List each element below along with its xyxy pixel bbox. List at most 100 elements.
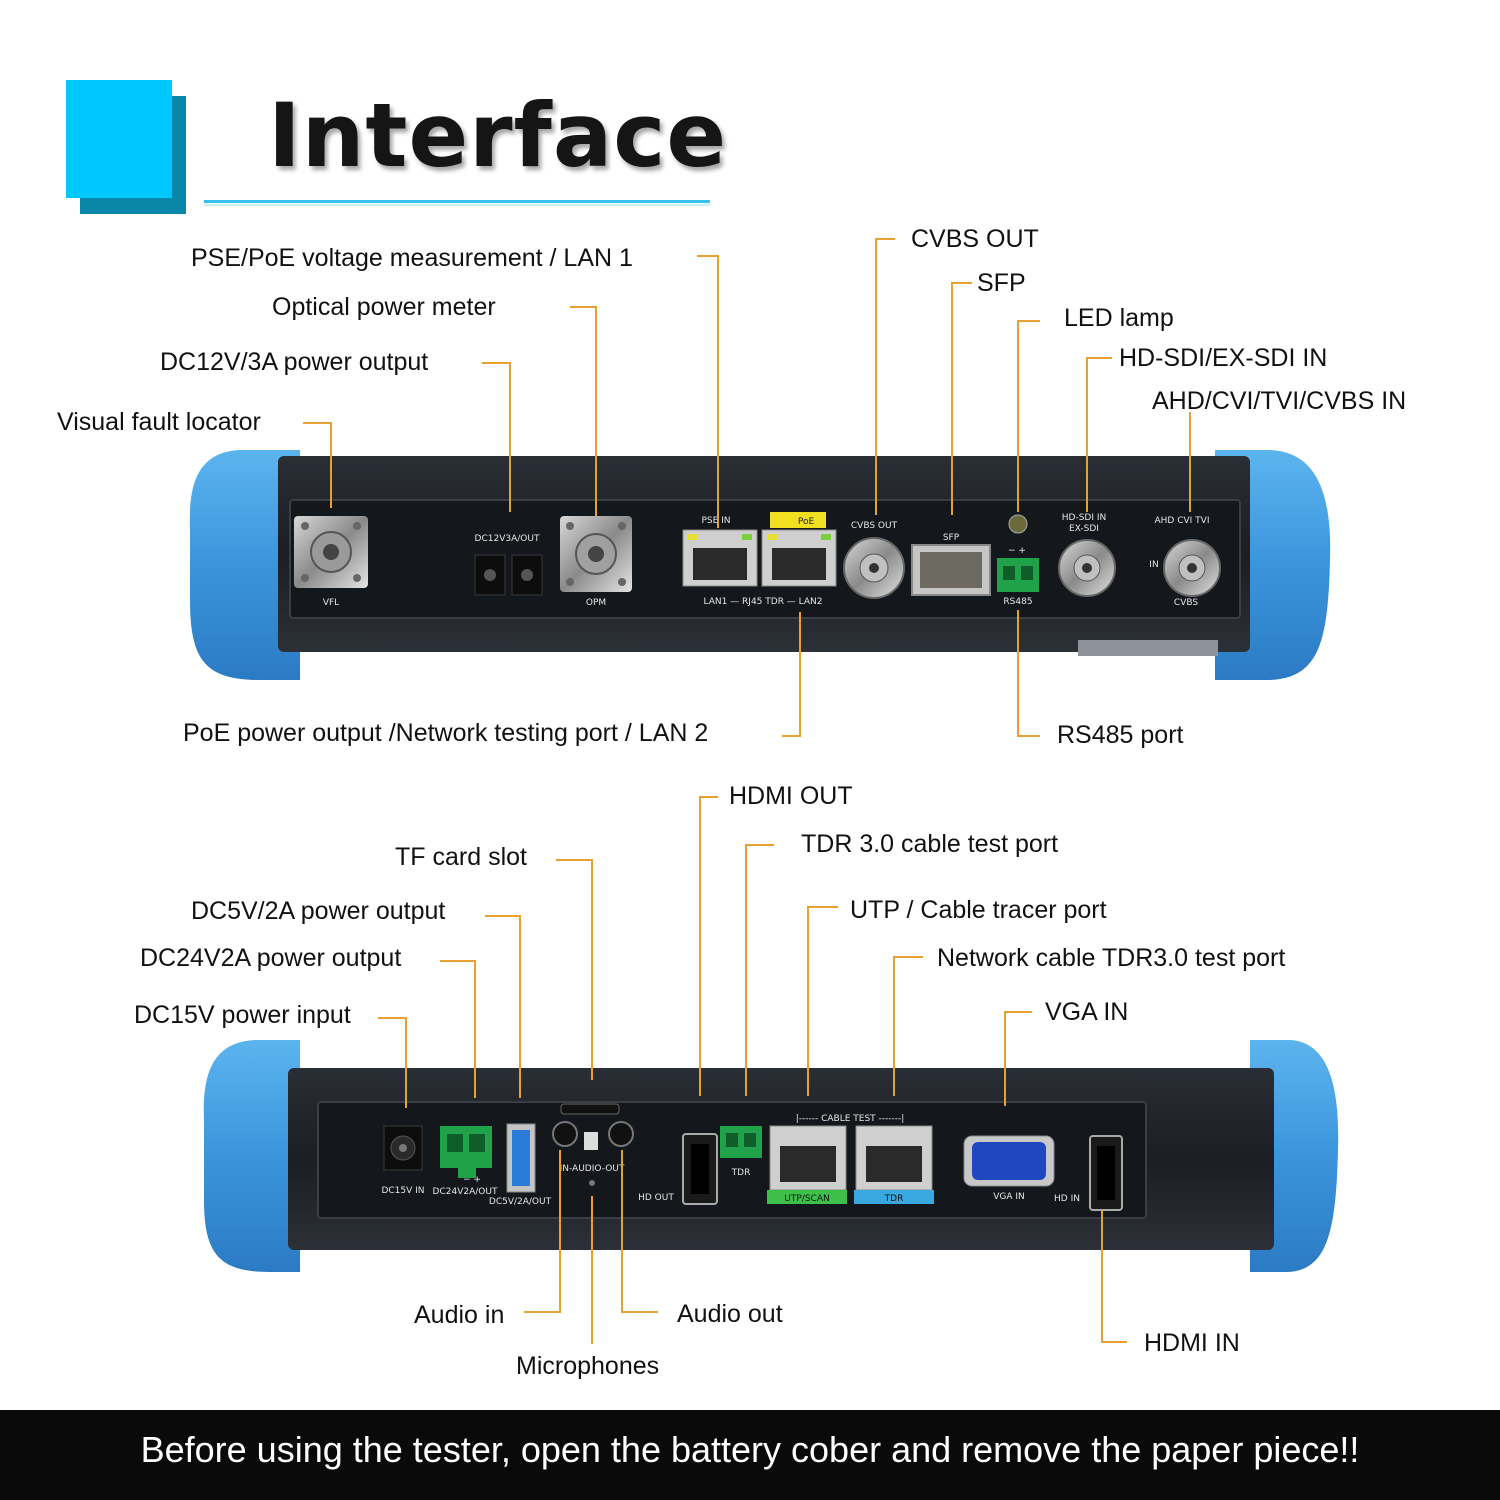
callout-hdmi-out: HDMI OUT: [729, 782, 853, 810]
top-side-grip: [1078, 640, 1218, 656]
callout-hd-sdi-in: HD-SDI/EX-SDI IN: [1119, 344, 1328, 372]
leader-tdr-port: [745, 844, 774, 1096]
leader-dc12v-output: [482, 362, 511, 512]
port-label-in: IN: [1149, 560, 1158, 570]
tdr-terminal: [720, 1126, 762, 1158]
port-label-opm: OPM: [586, 598, 606, 608]
port-label-cvbs-out: CVBS OUT: [851, 521, 898, 531]
leader-rs485: [1017, 610, 1040, 737]
port-label-sfp: SFP: [943, 533, 960, 543]
callout-ahd-cvi-tvi-in: AHD/CVI/TVI/CVBS IN: [1152, 387, 1407, 415]
leader-sfp: [951, 282, 972, 515]
leader-audio-out: [621, 1150, 658, 1313]
port-label-ahd: AHD CVI TVI: [1155, 516, 1210, 526]
callout-hdmi-in: HDMI IN: [1144, 1329, 1240, 1357]
callout-led-lamp: LED lamp: [1064, 304, 1174, 332]
leader-utp-tracer: [807, 906, 838, 1096]
port-label-vga-in: VGA IN: [993, 1192, 1025, 1202]
hdmi-in-port: [1089, 1135, 1123, 1211]
leader-dc15v-input: [378, 1017, 407, 1108]
leader-dc24v-output: [440, 960, 476, 1098]
leader-vga-in: [1004, 1011, 1032, 1106]
ahd-bnc: [1163, 539, 1221, 597]
vga-port: [963, 1135, 1055, 1187]
port-label-ex-sdi: EX-SDI: [1069, 524, 1099, 534]
port-label-cable-test: |------ CABLE TEST -------|: [796, 1114, 905, 1124]
callout-audio-out: Audio out: [677, 1300, 783, 1328]
top-device: VFL DC12V3A/OUT OPM PSE IN PoE LAN1 — RJ…: [189, 450, 1331, 680]
port-label-hd-sdi-in: HD-SDI IN: [1062, 513, 1107, 523]
port-label-dc12v: DC12V3A/OUT: [475, 534, 540, 544]
callout-dc5v-output: DC5V/2A power output: [191, 897, 446, 925]
port-label-hd-in: HD IN: [1054, 1194, 1080, 1204]
bottom-leader-lines: [378, 796, 1127, 1344]
leader-hdmi-out: [699, 796, 718, 1096]
callout-vga-in: VGA IN: [1045, 998, 1129, 1026]
port-label-vfl: VFL: [323, 598, 339, 608]
title-underline: [204, 200, 710, 203]
callout-visual-fault-locator: Visual fault locator: [57, 408, 261, 436]
vfl-connector: [294, 516, 368, 588]
footer-bar: [0, 1410, 1500, 1500]
title-square: [66, 80, 172, 198]
page-title: Interface: [268, 84, 728, 187]
leader-cvbs-out: [875, 238, 895, 515]
dc15v-jack: [383, 1125, 423, 1171]
port-label-dc5v: DC5V/2A/OUT: [489, 1197, 552, 1207]
port-label-poe: PoE: [798, 517, 815, 527]
dc12v-jacks: [474, 554, 543, 596]
leader-visual-fault-locator: [303, 422, 332, 508]
title-underline-glow: [204, 204, 710, 206]
lan-ports: [682, 512, 837, 587]
port-label-cvbs: CVBS: [1174, 598, 1198, 608]
callout-poe-lan2: PoE power output /Network testing port /…: [183, 719, 709, 747]
leader-led-lamp: [1017, 320, 1040, 512]
leader-network-tdr: [893, 956, 923, 1096]
callout-dc24v-output: DC24V2A power output: [140, 944, 402, 972]
callout-optical-power-meter: Optical power meter: [272, 293, 496, 321]
port-label-rs485-polarity: − +: [1008, 546, 1026, 556]
callout-microphones: Microphones: [516, 1352, 660, 1380]
port-label-utp-scan: UTP/SCAN: [784, 1194, 829, 1204]
port-label-tdr: TDR: [731, 1168, 751, 1178]
leader-poe-lan2: [782, 612, 801, 737]
cable-test-ports: [767, 1125, 934, 1204]
top-left-bumper: [189, 450, 300, 680]
usb-port: [506, 1123, 536, 1193]
callout-dc12v-output: DC12V/3A power output: [160, 348, 429, 376]
port-label-rs485: RS485: [1003, 597, 1032, 607]
bottom-device: DC15V IN − + DC24V2A/OUT DC5V/2A/OUT IN-…: [203, 1040, 1339, 1272]
port-label-pse-in: PSE IN: [701, 516, 730, 526]
hdmi-out-port: [682, 1133, 718, 1205]
top-leader-lines: [303, 238, 1191, 737]
callout-rs485: RS485 port: [1057, 721, 1184, 749]
callout-tf-card: TF card slot: [395, 843, 527, 871]
leader-hd-sdi-in: [1086, 357, 1112, 512]
leader-dc5v-output: [485, 915, 521, 1098]
callout-utp-tracer: UTP / Cable tracer port: [850, 896, 1107, 924]
port-label-audio: IN-AUDIO-OUT: [560, 1164, 625, 1174]
port-label-dc15v: DC15V IN: [381, 1186, 424, 1196]
led-and-rs485: [997, 514, 1039, 592]
callout-sfp: SFP: [977, 269, 1026, 297]
footer-notice: Before using the tester, open the batter…: [140, 1429, 1360, 1470]
callout-cvbs-out: CVBS OUT: [911, 225, 1039, 253]
callout-network-tdr: Network cable TDR3.0 test port: [937, 944, 1286, 972]
dc24v-terminal: [440, 1126, 492, 1178]
port-label-hd-out: HD OUT: [638, 1193, 674, 1203]
sfp-cage: [911, 544, 991, 596]
callout-audio-in: Audio in: [414, 1301, 505, 1329]
port-label-tdr2: TDR: [884, 1194, 904, 1204]
leader-tf-card: [556, 859, 593, 1080]
bottom-left-bumper: [203, 1040, 300, 1272]
port-label-lan-row: LAN1 — RJ45 TDR — LAN2: [703, 597, 822, 607]
port-label-dc24v-polarity: − +: [463, 1175, 481, 1185]
opm-connector: [560, 516, 632, 592]
leader-hdmi-in: [1101, 1210, 1127, 1343]
tf-and-audio: [552, 1103, 634, 1186]
callout-tdr-port: TDR 3.0 cable test port: [801, 830, 1059, 858]
callout-dc15v-input: DC15V power input: [134, 1001, 351, 1029]
callout-pse-poe-lan1: PSE/PoE voltage measurement / LAN 1: [191, 244, 633, 272]
